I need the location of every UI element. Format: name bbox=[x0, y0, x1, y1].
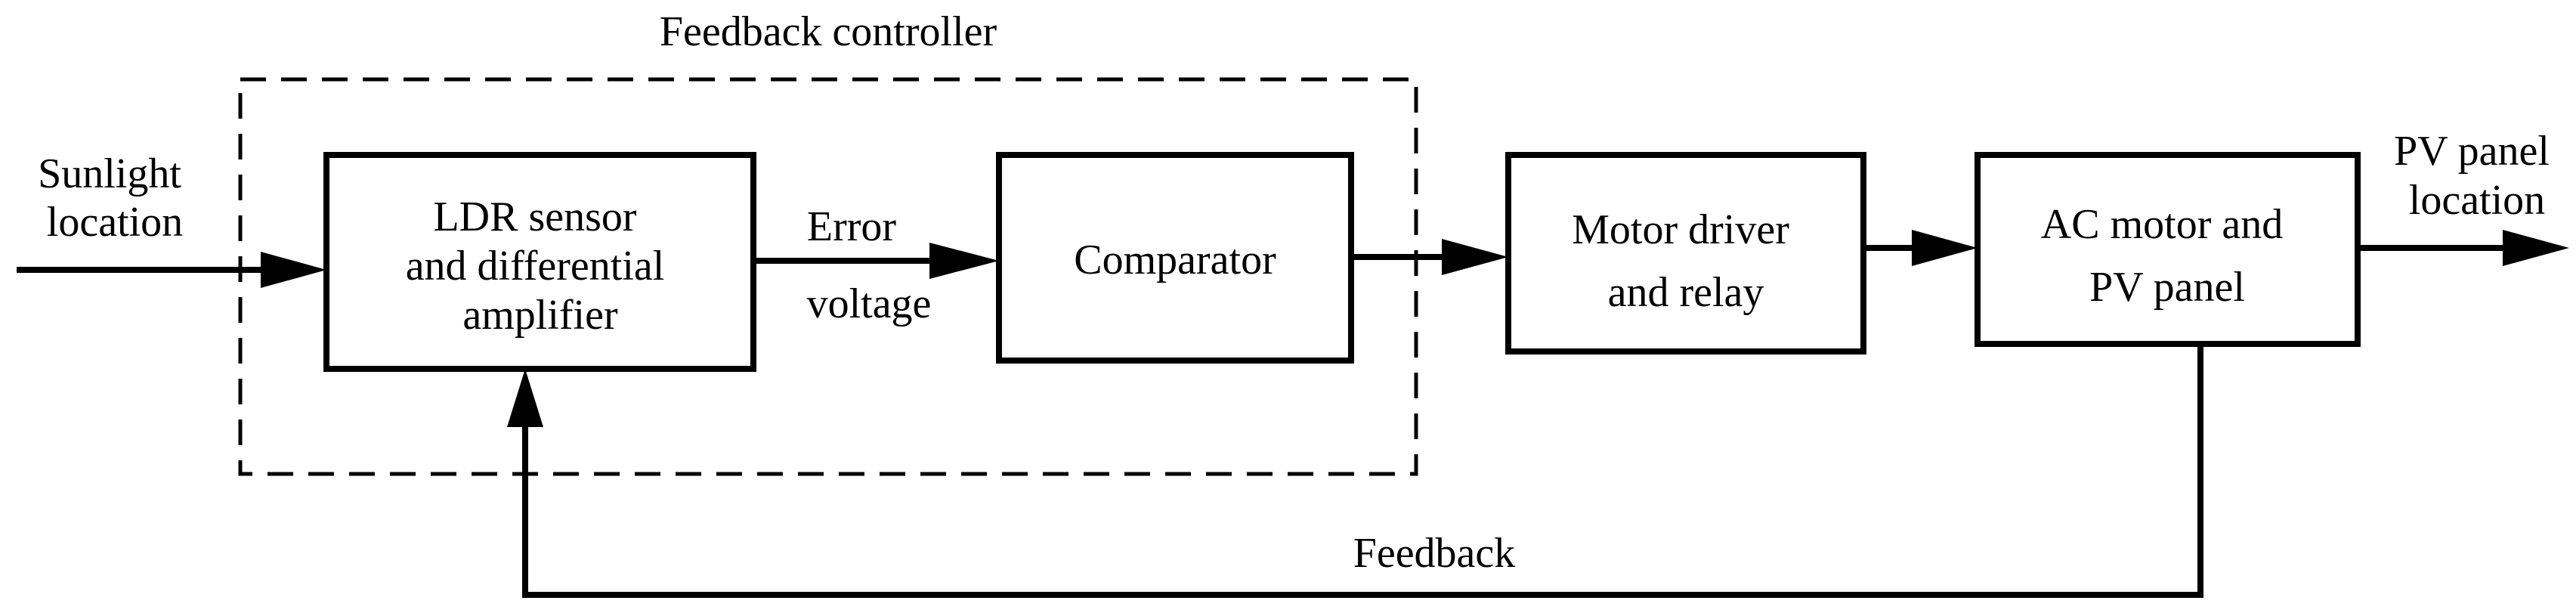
error-voltage-arrowhead bbox=[929, 243, 999, 279]
feedback-loop-line bbox=[522, 344, 2203, 598]
feedback-label: Feedback bbox=[1353, 530, 1516, 577]
motor-label-line-2: PV panel bbox=[2089, 264, 2245, 311]
ldr-label-line-2: and differential bbox=[406, 243, 665, 289]
comparator-label-line-1: Comparator bbox=[1074, 237, 1276, 283]
output-arrowhead bbox=[2503, 230, 2569, 266]
feedback-arrowhead bbox=[507, 369, 543, 427]
output-label-line-2: location bbox=[2409, 177, 2545, 224]
ldr-label-line-1: LDR sensor bbox=[433, 193, 636, 240]
input-arrowhead bbox=[261, 252, 326, 288]
feedback-controller-label: Feedback controller bbox=[660, 8, 997, 55]
comparator-block bbox=[996, 152, 1354, 364]
comparator-to-driver-arrowhead bbox=[1442, 239, 1508, 275]
driver-label-line-1: Motor driver bbox=[1572, 206, 1789, 253]
input-label: Sunlight location bbox=[38, 150, 192, 246]
input-label-line-1: Sunlight bbox=[38, 150, 181, 197]
motor-label-line-1: AC motor and bbox=[2041, 201, 2283, 248]
error-voltage-line-1: Error bbox=[807, 203, 897, 250]
feedback-controller-group bbox=[238, 77, 1418, 476]
driver-block-label: Motor driver and relay bbox=[1572, 206, 1800, 316]
input-label-line-2: location bbox=[47, 199, 183, 246]
output-label-line-1: PV panel bbox=[2394, 128, 2550, 175]
comparator-block-label: Comparator bbox=[1074, 237, 1276, 283]
motor-driver-relay-block bbox=[1505, 152, 1866, 354]
error-voltage-line-2: voltage bbox=[807, 280, 932, 327]
ldr-label-line-3: amplifier bbox=[462, 292, 618, 339]
error-voltage-label: Error voltage bbox=[807, 203, 932, 327]
driver-to-motor-arrowhead bbox=[1912, 230, 1978, 266]
motor-block-label: AC motor and PV panel bbox=[2041, 201, 2293, 311]
driver-label-line-2: and relay bbox=[1608, 269, 1764, 316]
output-label: PV panel location bbox=[2394, 128, 2560, 224]
ldr-block-label: LDR sensor and differential amplifier bbox=[406, 193, 676, 339]
ac-motor-pv-panel-block bbox=[1975, 152, 2361, 347]
